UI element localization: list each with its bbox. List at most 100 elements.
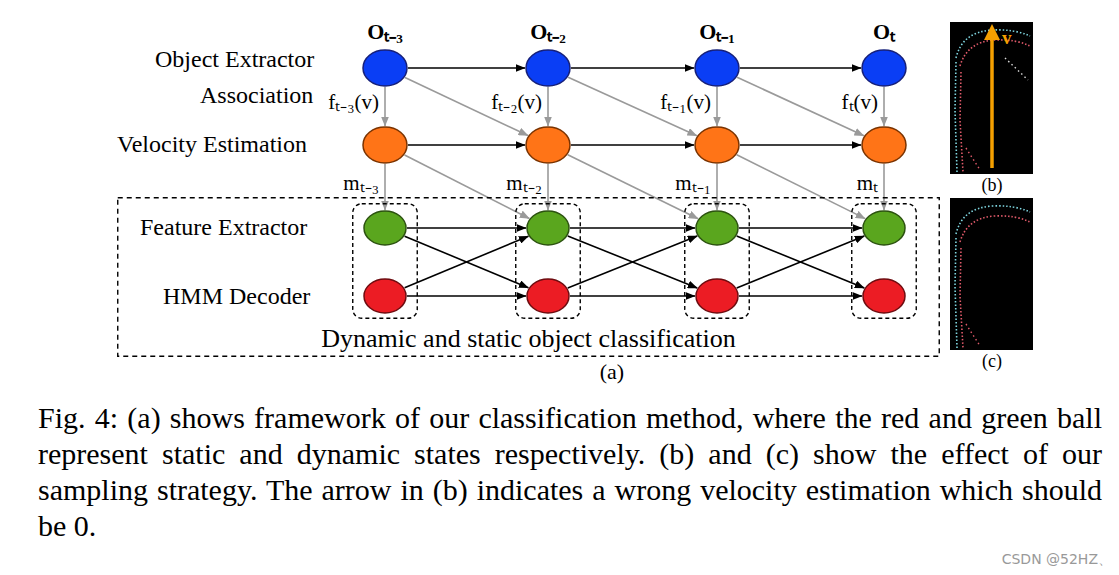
edge-label-holder: mₜ₋₂ — [505, 172, 543, 194]
state-circle — [362, 126, 408, 164]
dashed-border — [118, 198, 940, 357]
state-circle — [694, 49, 740, 87]
state-circle-fill — [526, 127, 570, 163]
point-cloud-panel — [950, 198, 1033, 350]
edge-label: mₜ₋₁ — [674, 172, 712, 194]
edge-label-holder: fₜ₋₁(v) — [659, 91, 712, 113]
flow-arrow — [384, 87, 386, 126]
state-circle — [526, 210, 570, 246]
dashed-border — [685, 204, 750, 319]
state-circle-fill — [695, 127, 739, 163]
velocity-arrow — [990, 38, 994, 168]
flow-arrow — [883, 87, 885, 126]
object-node: Oₜ₋₂ — [525, 49, 571, 87]
object-node: Oₜ — [861, 49, 907, 87]
label-holder: Association — [200, 82, 313, 108]
state-circle — [862, 278, 906, 314]
label-holder: Object Extractor — [155, 46, 314, 72]
state-circle-fill — [863, 279, 905, 313]
flow-arrow — [570, 295, 695, 297]
dashed-border — [852, 204, 917, 319]
state-circle-fill — [364, 279, 406, 313]
state-circle — [861, 126, 907, 164]
flow-arrow — [571, 144, 694, 146]
edge-label-holder: fₜ₋₃(v) — [327, 91, 380, 113]
time-label: Oₜ₋₃ — [367, 20, 403, 44]
edge-label: fₜ₋₁(v) — [659, 91, 712, 113]
time-label: Oₜ₋₂ — [530, 20, 566, 44]
state-circle — [695, 278, 739, 314]
edge-label: fₜ(v) — [841, 91, 879, 113]
flow-arrow — [405, 236, 529, 288]
flow-arrow — [737, 236, 865, 288]
label-holder: v — [1002, 28, 1012, 49]
time-step-group — [684, 203, 750, 319]
flow-arrow — [716, 87, 718, 126]
caption-holder: Fig. 4: (a) shows framework of our class… — [38, 400, 1102, 544]
row-label: Velocity Estimation — [117, 131, 307, 157]
panel-b — [950, 22, 1033, 174]
point-cloud-points — [966, 324, 980, 346]
point-cloud-points — [960, 248, 963, 348]
flow-arrow — [740, 67, 861, 69]
row-label: Feature Extractor — [140, 214, 307, 240]
flow-arrow — [737, 155, 865, 219]
row-label: Object Extractor — [155, 46, 314, 72]
row-label: HMM Decoder — [163, 283, 310, 309]
edge-label-holder: mₜ₋₃ — [342, 172, 380, 194]
flow-arrow — [568, 236, 698, 288]
edge-label-holder: fₜ(v) — [841, 91, 879, 113]
state-circle-fill — [695, 50, 739, 86]
flow-arrow — [570, 227, 695, 229]
state-circle-fill — [862, 50, 906, 86]
subfigure-label: (b) — [982, 176, 1003, 196]
edge-label: mₜ₋₃ — [342, 172, 380, 194]
state-circle-fill — [862, 127, 906, 163]
state-circle — [525, 49, 571, 87]
flow-arrow — [571, 67, 694, 69]
flow-arrow — [737, 236, 865, 288]
panel-c — [950, 198, 1033, 350]
state-circle-fill — [526, 50, 570, 86]
dynamic-state — [363, 210, 407, 246]
object-node: Oₜ₋₁ — [694, 49, 740, 87]
time-step-group — [851, 203, 917, 319]
edge-label-holder: mₜ — [856, 172, 879, 194]
dashed-border — [353, 204, 418, 319]
state-circle-fill — [363, 127, 407, 163]
point-cloud-points — [966, 148, 980, 170]
figure-caption: Fig. 4: (a) shows framework of our class… — [38, 400, 1102, 544]
label-holder: CSDN @52HZ、 — [1002, 552, 1112, 567]
velocity-node — [362, 126, 408, 164]
dynamic-state — [526, 210, 570, 246]
point-cloud-points — [956, 206, 1030, 234]
subfigure-label: (c) — [982, 352, 1002, 372]
edge-label-holder: fₜ₋₂(v) — [490, 91, 543, 113]
flow-arrow — [547, 87, 549, 126]
edge-label: mₜ — [856, 172, 879, 194]
velocity-symbol: v — [1002, 28, 1012, 49]
point-cloud-points — [1005, 58, 1028, 80]
state-circle — [525, 126, 571, 164]
dynamic-state — [695, 210, 739, 246]
flow-arrow — [568, 236, 698, 288]
label-holder: (a) — [600, 360, 624, 384]
time-label: Oₜ₋₁ — [699, 20, 735, 44]
velocity-node — [525, 126, 571, 164]
state-circle-fill — [527, 279, 569, 313]
state-circle-fill — [363, 50, 407, 86]
time-step-group — [515, 203, 581, 319]
state-circle — [363, 210, 407, 246]
state-circle-fill — [364, 211, 406, 245]
static-state — [526, 278, 570, 314]
state-circle — [363, 278, 407, 314]
static-state — [363, 278, 407, 314]
state-circle-fill — [696, 211, 738, 245]
time-label: Oₜ — [873, 20, 895, 44]
point-cloud-points — [960, 40, 1030, 66]
velocity-node — [861, 126, 907, 164]
label-holder: (c) — [982, 352, 1002, 372]
time-step-group — [352, 203, 418, 319]
object-node: Oₜ₋₃ — [362, 49, 408, 87]
